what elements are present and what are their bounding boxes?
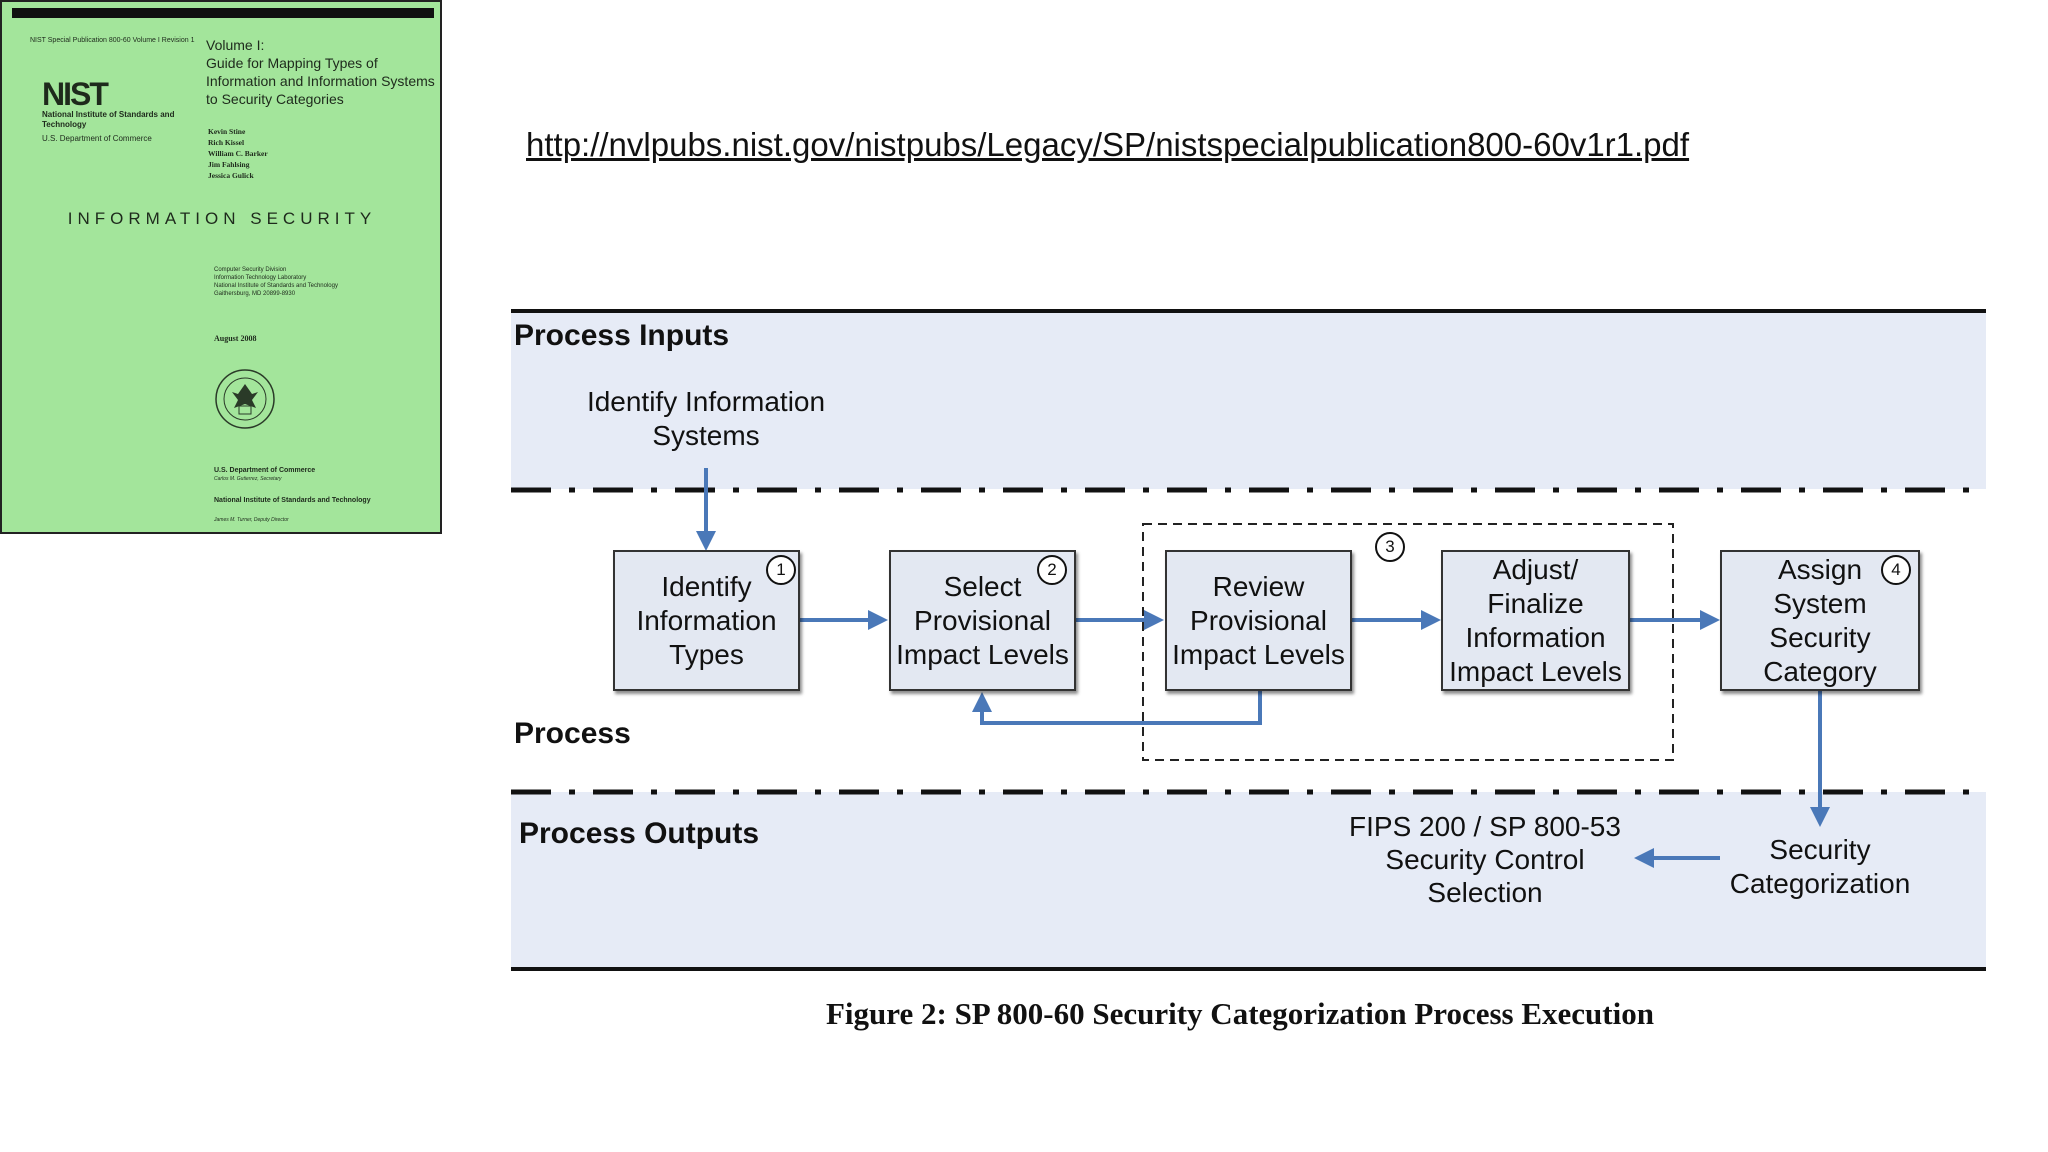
cover-volume-title: Volume I: Guide for Mapping Types of Inf… (206, 37, 435, 107)
step-select-provisional-impact: Select Provisional Impact Levels (889, 550, 1076, 691)
cover-author: Jessica Gulick (208, 171, 254, 180)
cover-inst-label: National Institute of Standards and Tech… (214, 497, 371, 504)
cover-division-line: National Institute of Standards and Tech… (214, 283, 338, 289)
publication-link[interactable]: http://nvlpubs.nist.gov/nistpubs/Legacy/… (526, 126, 1690, 163)
arrow-review-back-to-step2 (972, 691, 1262, 725)
cover-department: U.S. Department of Commerce (42, 134, 152, 143)
commerce-seal-icon (215, 369, 275, 429)
inputs-band (511, 313, 1986, 489)
cover-author: Kevin Stine (208, 127, 246, 136)
cover-inst-director: James M. Turner, Deputy Director (214, 517, 289, 523)
cover-doc-label: U.S. Department of Commerce (214, 467, 316, 474)
section-label-inputs: Process Inputs (514, 319, 730, 352)
cover-division-line: Computer Security Division (214, 267, 287, 273)
step-number-badge: 4 (1881, 555, 1911, 585)
step-assign-security-category: Assign System Security Category (1720, 550, 1920, 691)
figure-caption: Figure 2: SP 800-60 Security Categorizat… (826, 996, 1654, 1031)
cover-division-line: Information Technology Laboratory (214, 275, 307, 281)
cover-author: William C. Barker (208, 149, 268, 158)
cover-date: August 2008 (214, 334, 257, 343)
cover-author: Rich Kissel (208, 138, 245, 147)
step-number-badge: 1 (766, 555, 796, 585)
input-identify-systems: Identify Information Systems (586, 386, 826, 451)
bottom-rule (511, 967, 1986, 971)
step-review-provisional-impact: Review Provisional Impact Levels (1165, 550, 1352, 691)
cover-division: Computer Security Division Information T… (214, 266, 338, 298)
cover-author: Jim Fahlsing (208, 160, 250, 169)
step-number-badge: 3 (1375, 532, 1405, 562)
review-group-box (1142, 523, 1674, 761)
cover-division-line: Gaithersburg, MD 20899-8930 (214, 291, 296, 297)
output-fips-control-selection: FIPS 200 / SP 800-53 Security Control Se… (1349, 811, 1621, 908)
cover-series: NIST Special Publication 800-60 Volume I… (30, 37, 195, 44)
cover-institute: National Institute of Standards and Tech… (42, 110, 175, 129)
cover-subject: INFORMATION SECURITY (67, 209, 377, 228)
output-security-categorization: Security Categorization (1729, 834, 1911, 899)
nist-logo: NIST (42, 76, 109, 112)
cover-doc-secretary: Carlos M. Gutierrez, Secretary (214, 476, 282, 482)
nist-publication-cover: NIST Special Publication 800-60 Volume I… (0, 0, 442, 534)
top-rule (511, 309, 1986, 313)
step-number-badge: 2 (1037, 555, 1067, 585)
section-label-outputs: Process Outputs (519, 817, 760, 850)
step-adjust-finalize-impact: Adjust/ Finalize Information Impact Leve… (1441, 550, 1630, 691)
cover-top-bar (12, 8, 434, 18)
section-label-process: Process (514, 717, 631, 750)
cover-authors: Kevin Stine Rich Kissel William C. Barke… (208, 126, 268, 181)
outputs-band (511, 792, 1986, 969)
step-identify-information-types: Identify Information Types (613, 550, 800, 691)
